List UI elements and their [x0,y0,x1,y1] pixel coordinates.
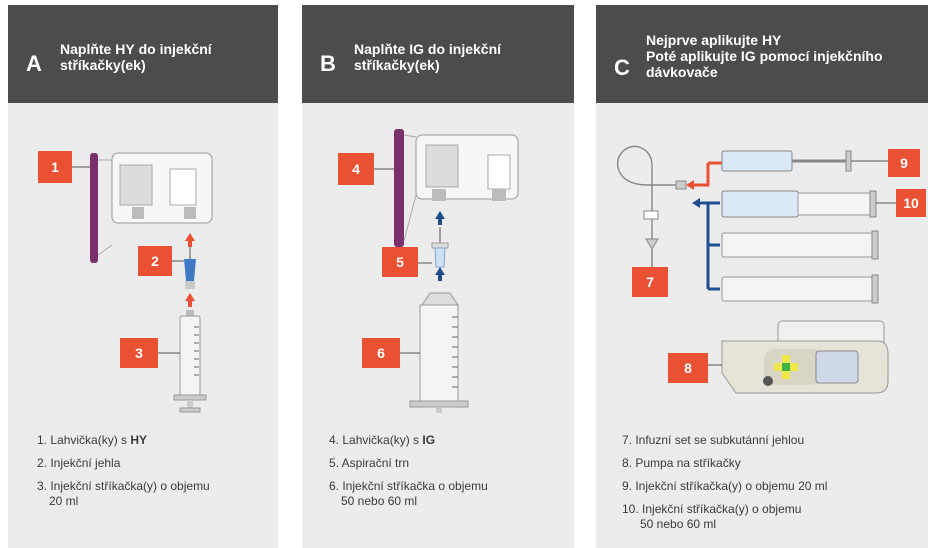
panel-a-title: Naplňte HY do injekční stříkačky(ek) [60,41,260,73]
panel-c: C Nejprve aplikujte HY Poté aplikujte IG… [596,5,928,548]
syringe-empty-icon [721,276,873,302]
vial-cap-icon [90,153,98,263]
legend-item-5: 5. Aspirační trn [329,456,410,470]
syringe-60ml-icon [419,304,459,402]
panel-a-title-bold: HY [115,41,135,57]
badge-9: 9 [888,149,920,177]
panel-a-title-post: do injekční stříkačky(ek) [60,41,212,73]
panel-b-illustration [374,129,519,413]
legend-item-4: 4. Lahvička(ky) s IG [329,433,436,447]
panel-c-illustration [616,145,896,394]
needle-hub-icon [184,259,196,281]
legend-item-1: 1. Lahvička(ky) s HY [37,433,148,447]
panel-c-title: Nejprve aplikujte HY Poté aplikujte IG p… [646,32,883,80]
syringe-60ml-icon [721,190,799,218]
infusion-tube-icon [616,145,676,241]
badge-2: 2 [138,246,172,276]
panel-c-header: C Nejprve aplikujte HY Poté aplikujte IG… [596,5,928,103]
badge-7: 7 [632,267,668,297]
legend-item-2: 2. Injekční jehla [37,456,121,470]
panel-a-legend: 1. Lahvička(ky) s HY 2. Injekční jehla 3… [37,433,272,517]
panel-a-header: A Naplňte HY do injekční stříkačky(ek) [8,5,278,103]
panel-c-legend: 7. Infuzní set se subkutánní jehlou 8. P… [622,433,922,540]
panel-b-legend: 4. Lahvička(ky) s IG 5. Aspirační trn 6.… [329,433,569,517]
badge-3: 3 [120,338,158,368]
syringe-20ml-icon [179,315,201,397]
badge-8: 8 [668,353,708,383]
panel-a-illustration [72,152,213,413]
legend-item-7: 7. Infuzní set se subkutánní jehlou [622,433,805,447]
arrow-up-icon [435,267,445,275]
syringe-20ml-icon [721,150,793,172]
arrow-up-icon [185,233,195,241]
badge-6: 6 [362,338,400,368]
vial-cap-icon [394,129,404,247]
panel-b-letter: B [320,51,336,76]
panel-a: A Naplňte HY do injekční stříkačky(ek) [8,5,278,548]
panel-b: B Naplňte IG do injekční stříkačky(ek) [302,5,574,548]
badge-4: 4 [338,153,374,185]
badge-1: 1 [38,151,72,183]
aspiration-spike-icon [434,247,446,268]
panel-b-header: B Naplňte IG do injekční stříkačky(ek) [302,5,574,103]
panel-a-letter: A [26,51,42,76]
legend-item-8: 8. Pumpa na stříkačky [622,456,741,470]
syringe-empty-icon [721,232,873,258]
panel-a-title-pre: Naplňte [60,41,116,57]
panel-b-title: Naplňte IG do injekční stříkačky(ek) [354,41,502,73]
legend-item-9: 9. Injekční stříkačka(y) o objemu 20 ml [622,479,828,493]
badge-10: 10 [896,189,926,217]
arrow-up-icon [185,293,195,301]
arrow-up-icon [435,211,445,219]
badge-5: 5 [382,247,418,277]
panel-c-letter: C [614,55,630,80]
